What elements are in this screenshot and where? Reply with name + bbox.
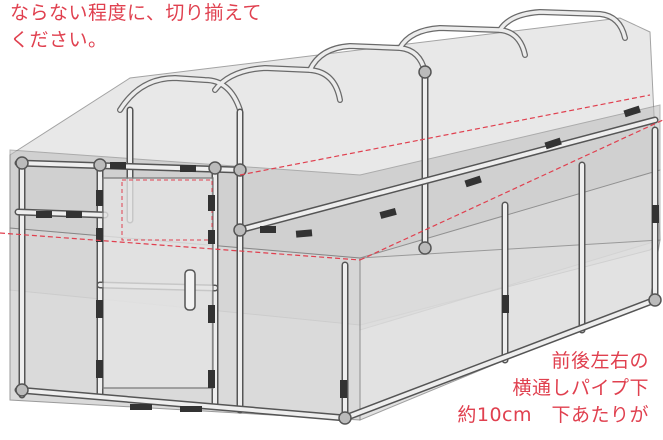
elbow-joints <box>15 65 662 425</box>
note-top-line-2: ください。 <box>10 29 108 51</box>
instruction-note-bottom: 前後左右の 横通しパイプ下 約10cm 下あたりが <box>457 348 649 429</box>
note-bottom-line-1: 前後左右の <box>551 350 649 372</box>
roof-arches-inner <box>118 10 627 112</box>
note-bottom-line-2: 横通しパイプ下 <box>512 377 649 399</box>
instruction-note-top: ならない程度に、切り揃えて ください。 <box>10 0 262 54</box>
cut-guide-lines <box>0 94 663 261</box>
note-bottom-line-3: 約10cm 下あたりが <box>457 404 649 426</box>
note-top-line-1: ならない程度に、切り揃えて <box>10 2 262 24</box>
pipe-clips <box>36 105 659 412</box>
door-panel <box>102 177 214 389</box>
